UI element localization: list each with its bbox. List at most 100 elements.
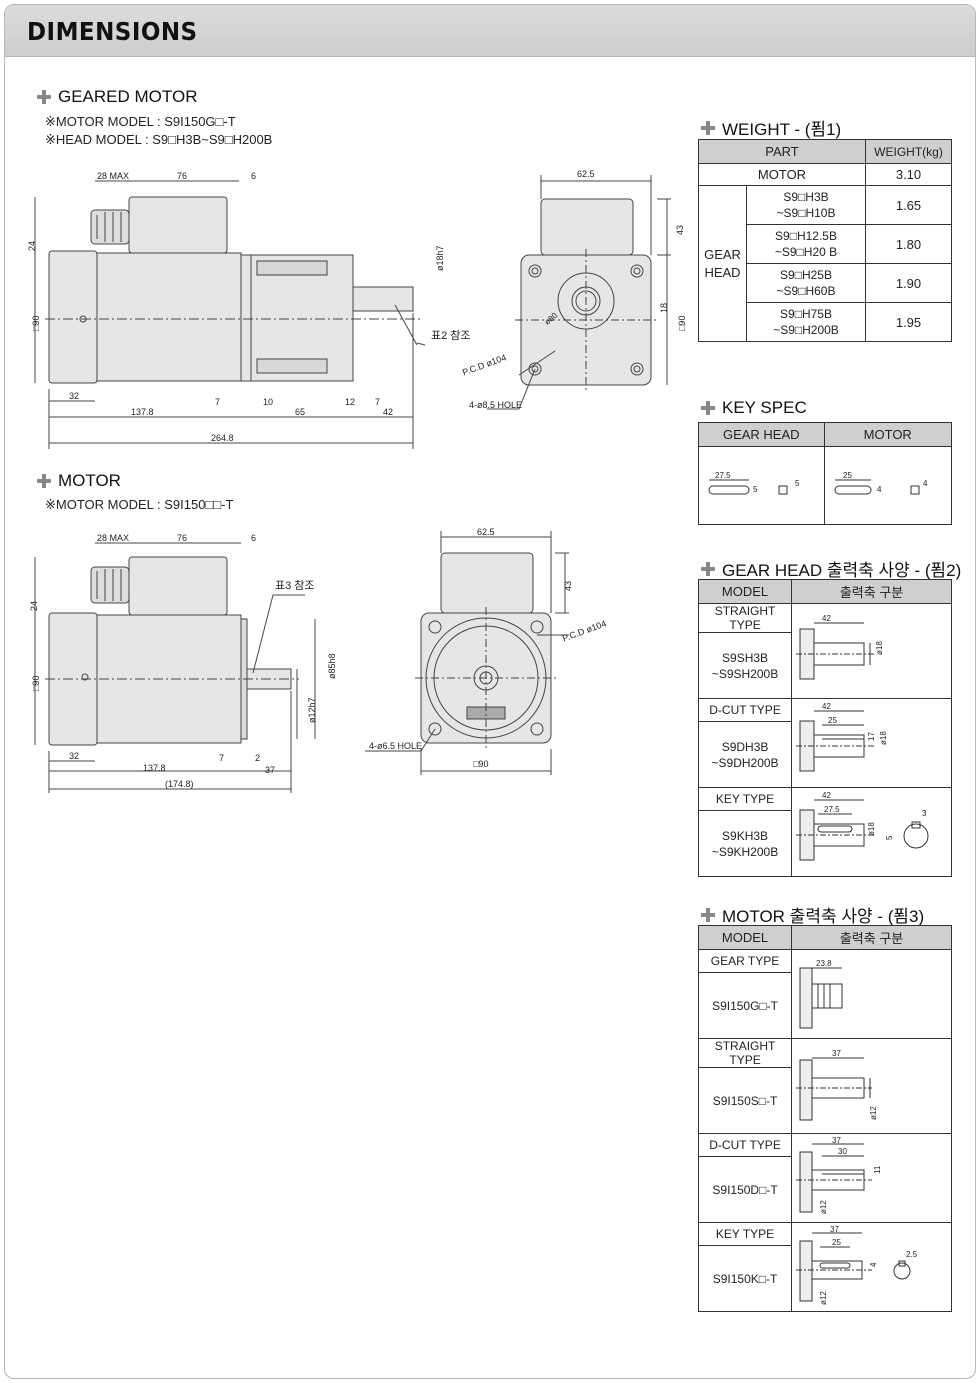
- gh-row-model: S9DH3B ~S9DH200B: [697, 721, 793, 788]
- ms-dcut-dim: 11: [873, 1165, 882, 1174]
- ms-key-dim: 37: [830, 1225, 839, 1234]
- weight-col-part: PART: [698, 139, 866, 164]
- dim-264-8: 264.8: [211, 433, 234, 443]
- motor-dim-62-5: 62.5: [477, 527, 495, 537]
- gh-row-type: STRAIGHT TYPE: [697, 603, 793, 633]
- geared-motor-model-note: ※MOTOR MODEL : S9I150G□-T: [45, 114, 236, 129]
- geared-motor-side-drawing: 28 MAX 76 6 24 □90 32 7 10 12 7 137.8 65…: [27, 171, 471, 449]
- ms-row-model: S9I150S□-T: [697, 1067, 793, 1134]
- ms-key-dim: ø12: [819, 1291, 828, 1305]
- gh-row-type: D-CUT TYPE: [697, 698, 793, 722]
- dim-sq90: □90: [31, 316, 41, 331]
- gh-dcut-dim: 25: [828, 716, 837, 725]
- datasheet-page: DIMENSIONS GEARED MOTOR ※MOTOR MODEL : S…: [4, 4, 976, 1379]
- motor-dim-174-8: (174.8): [165, 779, 194, 789]
- plus-icon: [701, 907, 715, 922]
- dim-6: 6: [251, 171, 256, 181]
- motor-key-height: 4: [877, 485, 882, 494]
- weight-row-value: 1.80: [865, 224, 952, 264]
- ms-col-model: MODEL: [697, 925, 793, 950]
- geared-motor-heading: GEARED MOTOR: [37, 87, 197, 107]
- ms-col-shaft: 출력축 구분: [791, 925, 952, 950]
- ms-dcut-shaft-drawing: 37 30 11 ø12: [796, 1136, 882, 1214]
- dim-42: 42: [383, 407, 393, 417]
- motor-front-drawing: 62.5 43 P.C.D ø104 4-ø6.5 HOLE □90: [365, 527, 608, 775]
- key-spec-col-motor: MOTOR: [823, 422, 952, 447]
- motor-dim-24: 24: [29, 601, 39, 611]
- gh-dcut-shaft-drawing: 42 25 17 ø18: [796, 702, 888, 772]
- weight-col-weight: WEIGHT(kg): [865, 139, 952, 164]
- dim-18: 18: [659, 303, 669, 313]
- plus-icon: [701, 401, 715, 415]
- dim-12: 12: [345, 397, 355, 407]
- ms-row-model: S9I150D□-T: [697, 1156, 793, 1223]
- ms-row-type: KEY TYPE: [697, 1222, 793, 1246]
- ms-row-model: S9I150G□-T: [697, 972, 793, 1039]
- gh-key-shaft-drawing: 42 27.5 ø18 5 3: [796, 791, 929, 861]
- weight-row-model: S9□H12.5B ~S9□H20 B: [746, 224, 866, 264]
- dim-7a: 7: [215, 397, 220, 407]
- weight-row-value: 1.95: [865, 302, 952, 342]
- motor-heading: MOTOR: [37, 471, 121, 491]
- motor-dim-hole-6-5: 4-ø6.5 HOLE: [369, 741, 422, 751]
- dim-pcd104: P.C.D ø104: [461, 352, 508, 377]
- gear-head-key-drawing: 27.5 5 5: [708, 471, 800, 494]
- gh-straight-dim: ø18: [875, 641, 884, 655]
- gh-col-model: MODEL: [697, 579, 793, 604]
- gh-row-model: S9SH3B ~S9SH200B: [697, 632, 793, 699]
- motor-key-width: 4: [923, 479, 928, 488]
- dim-shaft-18h7: ø18h7: [435, 245, 445, 271]
- dim-sq90-right: □90: [677, 316, 687, 331]
- ms-gear-shaft-drawing: 23.8: [799, 959, 843, 1029]
- ms-key-shaft-drawing: 37 25 4 2.5 ø12: [796, 1225, 918, 1305]
- dim-76: 76: [177, 171, 187, 181]
- ms-dcut-dim: 30: [838, 1147, 847, 1156]
- gh-key-dim: ø18: [867, 822, 876, 836]
- ms-key-dim: 25: [832, 1238, 841, 1247]
- ms-straight-dim: ø12: [869, 1106, 878, 1120]
- weight-row-model: S9□H3B ~S9□H10B: [746, 185, 866, 225]
- gear-head-key-height: 5: [753, 485, 758, 494]
- ms-straight-shaft-drawing: 37 ø12: [796, 1049, 878, 1121]
- ms-row-model: S9I150K□-T: [697, 1245, 793, 1312]
- geared-motor-front-drawing: 62.5 43 18 □90 ø80 P.C.D ø104 4-ø8.5 HOL…: [461, 169, 687, 410]
- motor-dim-pcd104: P.C.D ø104: [561, 618, 608, 643]
- motor-key-drawing: 25 4 4: [834, 471, 928, 494]
- gh-dcut-dim: 17: [867, 732, 876, 741]
- ref-table3: 표3 참조: [275, 579, 315, 592]
- weight-row-model: S9□H25B ~S9□H60B: [746, 263, 866, 303]
- dim-43: 43: [675, 225, 685, 235]
- weight-row-value: 1.90: [865, 263, 952, 303]
- gh-straight-shaft-drawing: 42 ø18: [796, 614, 884, 680]
- dim-32: 32: [69, 391, 79, 401]
- ms-row-type: D-CUT TYPE: [697, 1133, 793, 1157]
- gear-head-shaft-table: MODEL 출력축 구분 STRAIGHT TYPE 42 ø18: [697, 579, 952, 877]
- motor-shaft-table: MODEL 출력축 구분 GEAR TYPE 23.8 S9I150G□-T: [697, 925, 952, 1312]
- motor-dim-137-8: 137.8: [143, 763, 166, 773]
- gh-row-model: S9KH3B ~S9KH200B: [697, 810, 793, 877]
- gh-row-type: KEY TYPE: [697, 787, 793, 811]
- gear-head-shaft-heading: GEAR HEAD 출력축 사양 - (푐2): [701, 556, 961, 581]
- ref-table2: 표2 참조: [431, 329, 471, 342]
- motor-dim-2: 2: [255, 753, 260, 763]
- ms-dcut-dim: 37: [832, 1136, 841, 1145]
- gh-key-dim: 5: [885, 835, 894, 840]
- key-spec-table: GEAR HEAD MOTOR 27.5 5 5: [698, 422, 952, 525]
- motor-side-drawing: 28 MAX 76 6 24 □90 32 7 2 137.8 37 (174.…: [29, 533, 337, 793]
- ms-key-dim: 4: [869, 1262, 878, 1267]
- motor-key-length: 25: [843, 471, 852, 480]
- key-spec-col-gear-head: GEAR HEAD: [698, 422, 825, 447]
- ms-row-type: STRAIGHT TYPE: [697, 1038, 793, 1068]
- motor-dim-pilot-85h8: ø85h8: [327, 653, 337, 679]
- dim-65: 65: [295, 407, 305, 417]
- dim-hole-8-5: 4-ø8.5 HOLE: [469, 400, 522, 410]
- weight-row-value: 1.65: [865, 185, 952, 225]
- gear-head-key-length: 27.5: [715, 471, 731, 480]
- weight-table: PART WEIGHT(kg) MOTOR 3.10 GEAR HEAD S9□…: [698, 139, 952, 342]
- dim-7b: 7: [375, 397, 380, 407]
- page-title: DIMENSIONS: [27, 17, 198, 46]
- weight-row-motor-value: 3.10: [865, 163, 952, 186]
- weight-row-model: S9□H75B ~S9□H200B: [746, 302, 866, 342]
- geared-motor-head-note: ※HEAD MODEL : S9□H3B~S9□H200B: [45, 132, 273, 147]
- plus-icon: [37, 474, 51, 488]
